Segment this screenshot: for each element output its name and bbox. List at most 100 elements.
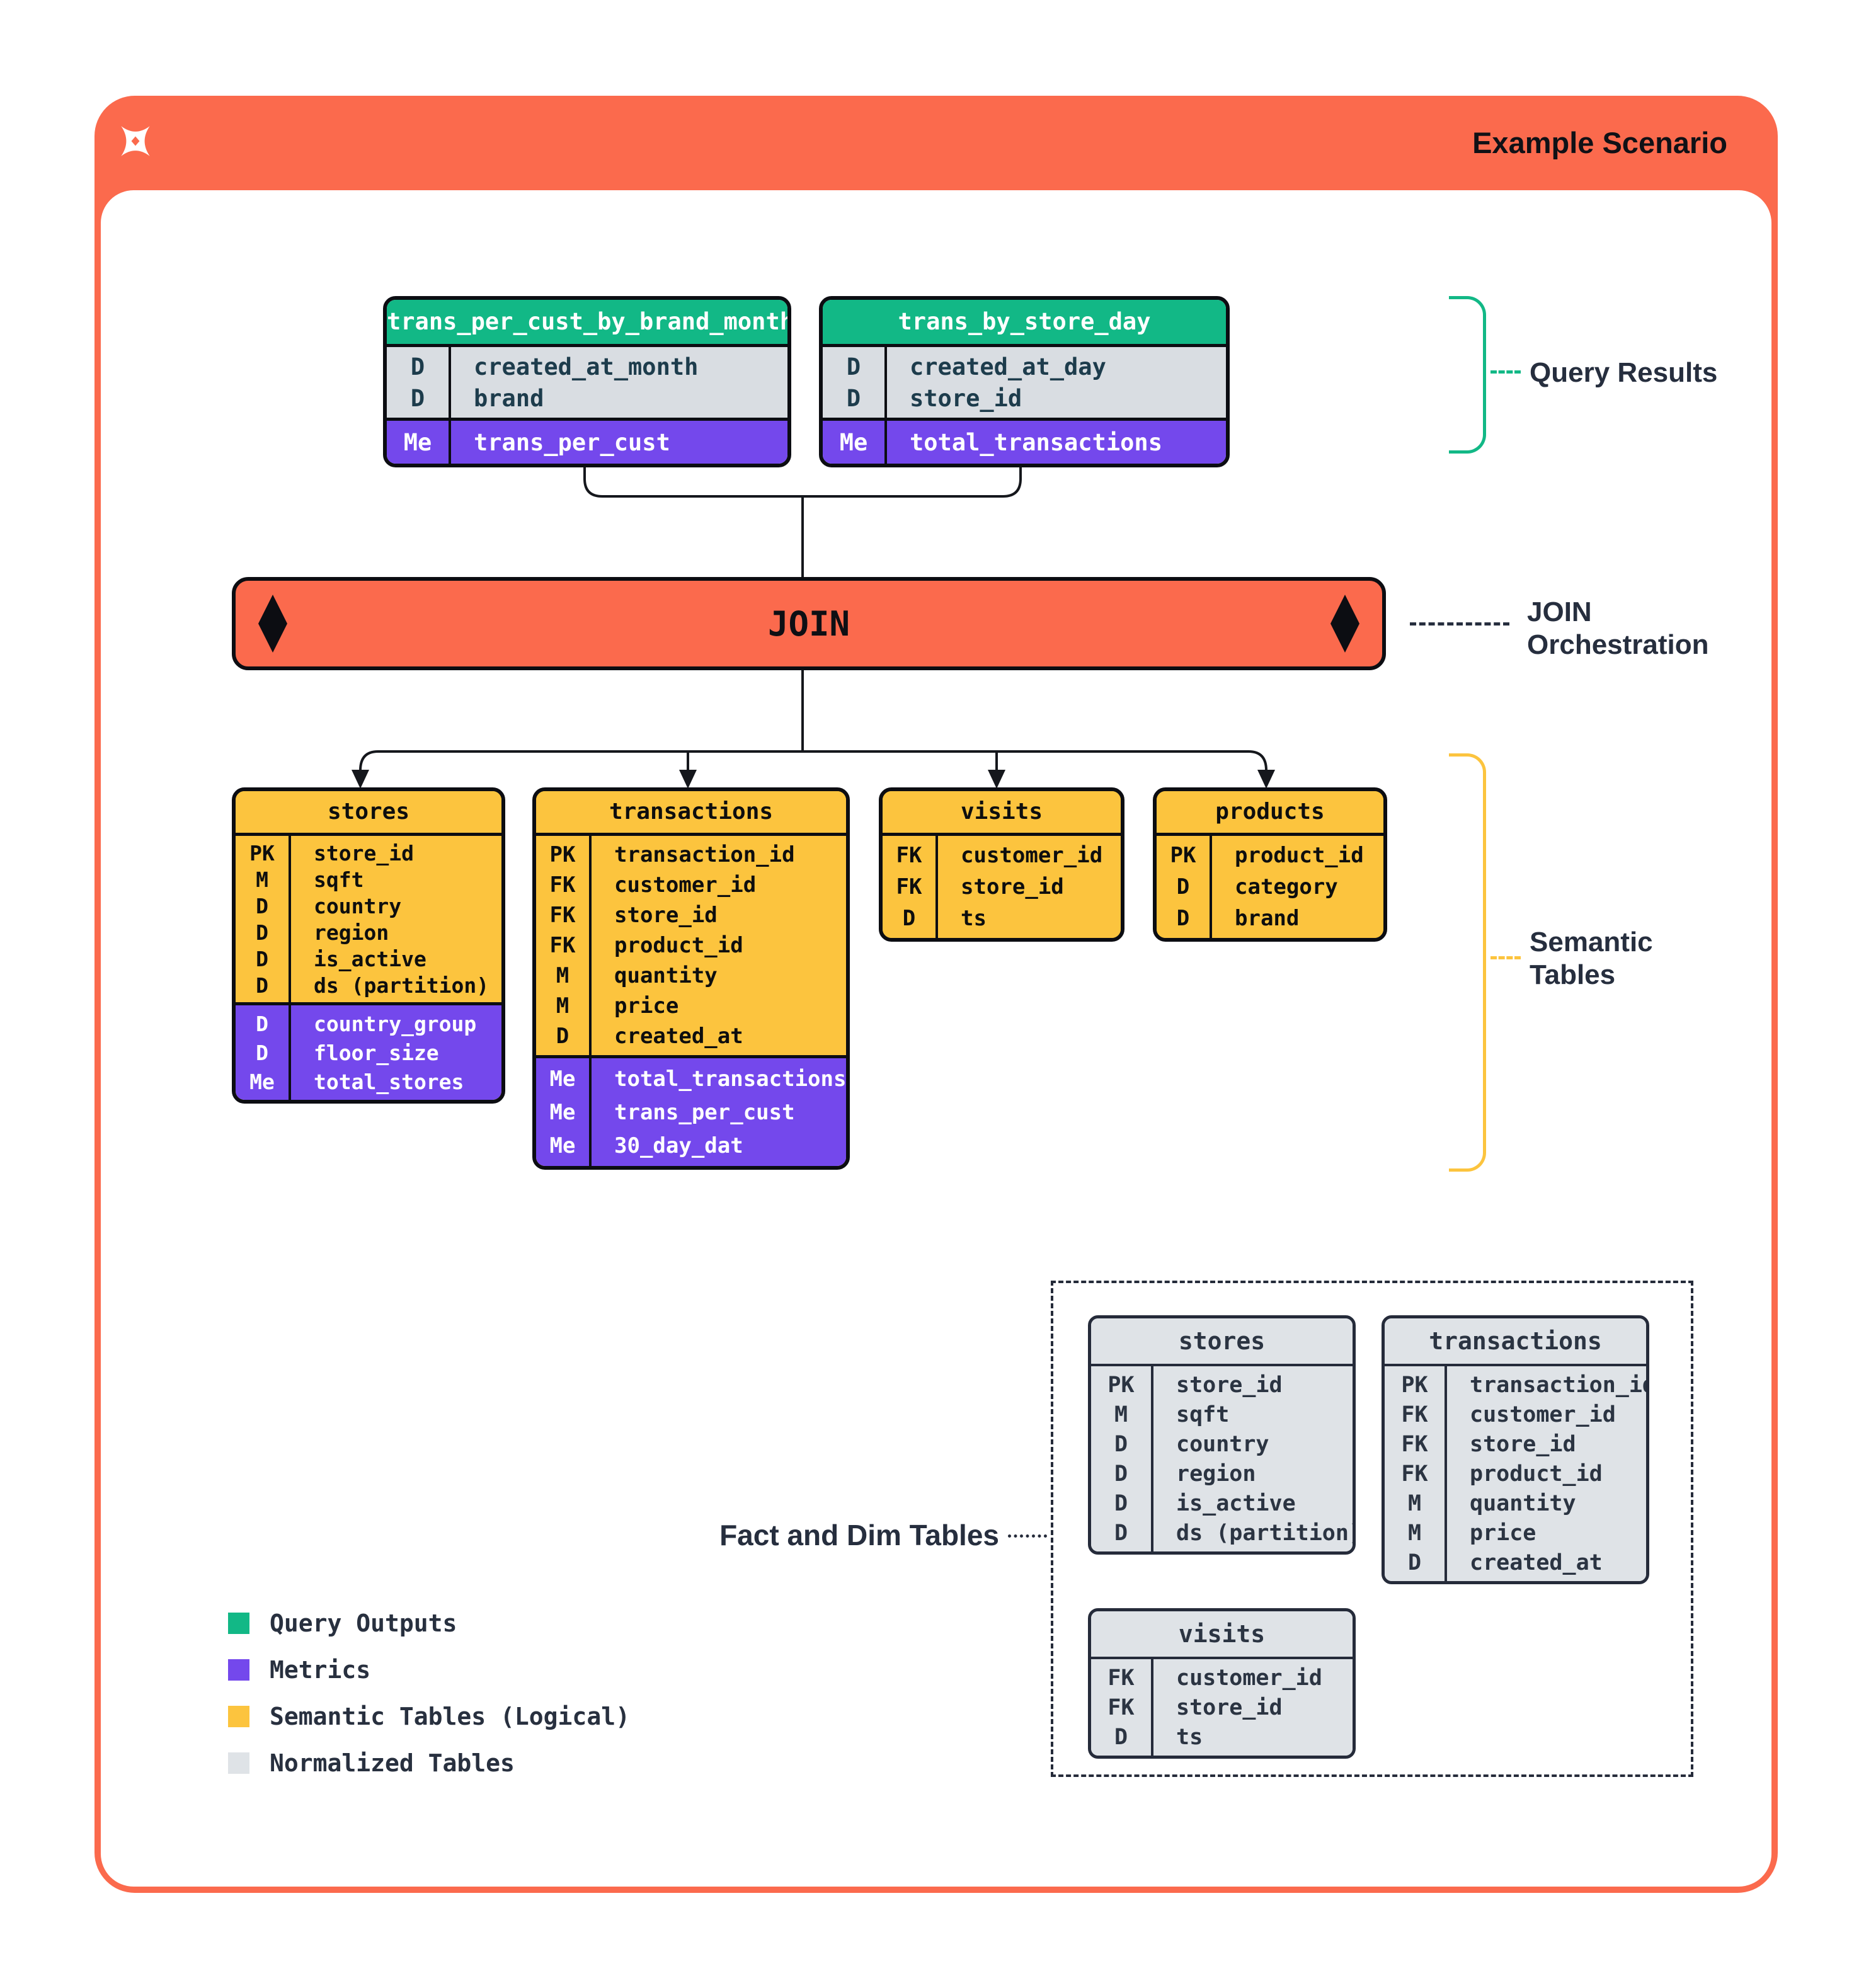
field-key: D <box>1407 1550 1422 1575</box>
field-name: quantity <box>1470 1490 1576 1516</box>
field-key: FK <box>549 933 576 958</box>
field-name: transaction_id <box>1470 1372 1649 1398</box>
field-name: country_group <box>314 1011 477 1036</box>
table-row: FK customer_id <box>536 870 846 900</box>
green-swatch-icon <box>228 1613 249 1634</box>
field-key: Me <box>839 428 868 456</box>
table-row: PK store_id <box>1091 1370 1353 1400</box>
field-name: customer_id <box>961 843 1103 868</box>
field-key: D <box>256 1011 268 1036</box>
fact-dim-group-box <box>1051 1281 1693 1777</box>
join-orchestration-label: JOIN Orchestration <box>1527 597 1709 660</box>
field-key: D <box>1114 1431 1128 1457</box>
table-title: trans_by_store_day <box>823 300 1226 347</box>
field-name: customer_id <box>614 872 757 898</box>
field-name: store_id <box>1176 1694 1283 1720</box>
table-row: Me trans_per_cust <box>387 425 787 460</box>
field-name: total_stores <box>314 1069 464 1094</box>
field-key: D <box>256 1040 268 1065</box>
x-star-logo-icon <box>121 126 150 156</box>
legend: Query Outputs Metrics Semantic Tables (L… <box>228 1600 630 1786</box>
fact-dim-dotline <box>1008 1534 1047 1538</box>
field-key: D <box>256 920 268 945</box>
field-name: category <box>1235 874 1338 900</box>
table-title: stores <box>1091 1318 1353 1366</box>
field-key: FK <box>1401 1431 1428 1457</box>
query-results-dash <box>1491 370 1521 374</box>
field-key: D <box>256 973 268 998</box>
field-key: Me <box>403 428 432 456</box>
field-name: brand <box>1235 906 1300 931</box>
field-key: FK <box>896 874 922 900</box>
field-key: Me <box>249 1069 275 1094</box>
field-name: store_id <box>314 840 414 865</box>
field-name: store_id <box>1470 1431 1576 1457</box>
field-name: sqft <box>1176 1402 1230 1427</box>
field-key: D <box>1114 1520 1128 1546</box>
field-key: D <box>846 353 861 380</box>
field-name: product_id <box>1470 1461 1603 1487</box>
field-name: product_id <box>1235 843 1364 868</box>
table-title: stores <box>236 791 501 836</box>
field-name: created_at <box>1470 1550 1603 1575</box>
field-name: trans_per_cust <box>614 1099 795 1125</box>
legend-label: Metrics <box>270 1656 371 1684</box>
diamond-icon <box>1330 595 1359 653</box>
field-key: M <box>1407 1520 1422 1546</box>
table-title: visits <box>883 791 1121 836</box>
field-name: 30_day_dat <box>614 1133 743 1158</box>
field-key: Me <box>549 1066 576 1092</box>
semantic-tables-label: Semantic Tables <box>1530 927 1653 990</box>
field-name: trans_per_cust <box>474 428 670 456</box>
field-name: country <box>1176 1431 1269 1457</box>
field-name: sqft <box>314 867 364 892</box>
table-title: transactions <box>536 791 846 836</box>
field-name: price <box>614 993 679 1019</box>
field-name: total_transactions <box>910 428 1162 456</box>
query-results-label: Query Results <box>1530 357 1718 388</box>
field-key: FK <box>549 872 576 898</box>
diamond-icon <box>258 595 287 653</box>
field-key: M <box>256 867 268 892</box>
field-name: transaction_id <box>614 842 795 867</box>
field-name: store_id <box>1176 1372 1283 1398</box>
field-name: ts <box>1176 1724 1203 1750</box>
field-key: D <box>256 893 268 918</box>
field-name: ts <box>961 906 987 931</box>
field-key: D <box>410 384 425 412</box>
field-key: PK <box>1107 1372 1135 1398</box>
field-name: region <box>314 920 389 945</box>
table-row: FK store_id <box>1385 1429 1646 1459</box>
legend-item-metrics: Metrics <box>228 1647 630 1693</box>
